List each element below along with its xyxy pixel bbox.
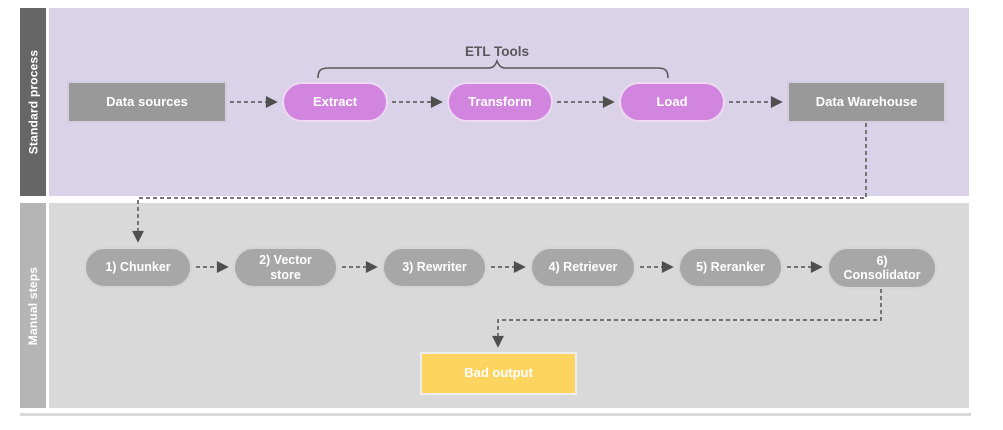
node-transform: Transform — [447, 82, 553, 122]
node-consolidator-label: 6) Consolidator — [843, 253, 921, 282]
node-data-warehouse: Data Warehouse — [787, 81, 946, 123]
diagram-bottom-border — [20, 413, 971, 416]
node-chunker: 1) Chunker — [84, 247, 192, 288]
node-data-sources: Data sources — [67, 81, 227, 123]
etl-tools-label: ETL Tools — [465, 44, 529, 59]
node-retriever-label: 4) Retriever — [548, 260, 618, 275]
node-rewriter: 3) Rewriter — [382, 247, 487, 288]
lane-label-standard-process: Standard process — [26, 49, 41, 155]
node-load: Load — [619, 82, 725, 122]
node-reranker: 5) Reranker — [678, 247, 783, 288]
node-vector-store-label: 2) Vector store — [259, 253, 312, 282]
node-bad-output-label: Bad output — [464, 365, 533, 381]
node-extract: Extract — [282, 82, 388, 122]
lane-header-standard-process: Standard process — [20, 8, 46, 196]
node-transform-label: Transform — [468, 93, 532, 109]
node-consolidator: 6) Consolidator — [827, 247, 937, 289]
lane-label-manual-steps: Manual steps — [26, 266, 41, 345]
node-data-sources-label: Data sources — [106, 93, 188, 109]
node-load-label: Load — [656, 93, 688, 109]
node-extract-label: Extract — [312, 93, 358, 109]
node-reranker-label: 5) Reranker — [696, 260, 765, 275]
node-rewriter-label: 3) Rewriter — [402, 260, 467, 275]
node-data-warehouse-label: Data Warehouse — [815, 93, 918, 109]
lane-header-manual-steps: Manual steps — [20, 203, 46, 408]
node-bad-output: Bad output — [420, 352, 577, 395]
node-retriever: 4) Retriever — [530, 247, 636, 288]
node-vector-store: 2) Vector store — [233, 247, 338, 288]
node-chunker-label: 1) Chunker — [105, 260, 171, 275]
